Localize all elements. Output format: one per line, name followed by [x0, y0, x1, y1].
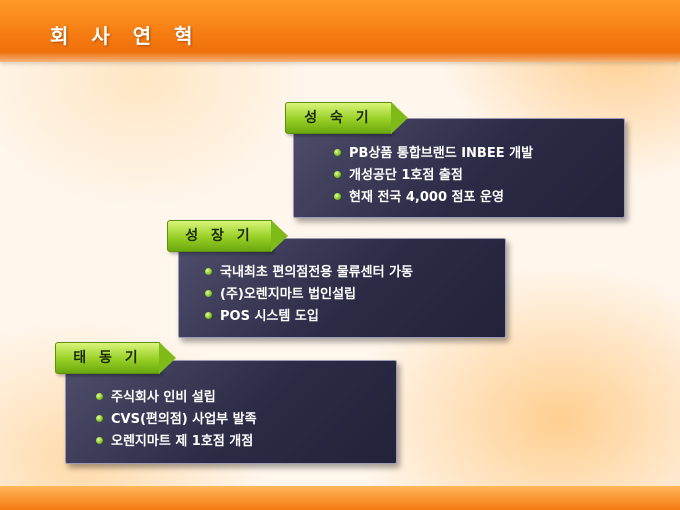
list-item: PB상품 통합브랜드 INBEE 개발	[334, 143, 533, 165]
bullet-icon	[96, 415, 103, 422]
list-item: 현재 전국 4,000 점포 운영	[334, 187, 533, 209]
page-title: 회 사 연 혁	[50, 24, 201, 48]
stage-panel-maturity: PB상품 통합브랜드 INBEE 개발 개성공단 1호점 출점 현재 전국 4,…	[293, 118, 625, 218]
list-item: POS 시스템 도입	[205, 306, 413, 328]
list-item: 오렌지마트 제 1호점 개점	[96, 431, 257, 453]
stage-panel-growth: 국내최초 편의점전용 물류센터 가동 (주)오렌지마트 법인설립 POS 시스템…	[178, 238, 506, 338]
footer-bar	[0, 486, 680, 510]
bullet-icon	[205, 290, 212, 297]
list-item: 국내최초 편의점전용 물류센터 가동	[205, 262, 413, 284]
stage-tag-growth: 성 장 기	[167, 220, 288, 252]
list-item: 개성공단 1호점 출점	[334, 165, 533, 187]
bullet-icon	[205, 268, 212, 275]
stage-tag-maturity: 성 숙 기	[285, 102, 408, 134]
list-item: 주식회사 인비 설립	[96, 387, 257, 409]
list-item: CVS(편의점) 사업부 발족	[96, 409, 257, 431]
title-bar: 회 사 연 혁	[0, 0, 680, 62]
bullet-icon	[334, 171, 341, 178]
bullet-icon	[334, 193, 341, 200]
bullet-icon	[205, 312, 212, 319]
bullet-icon	[334, 149, 341, 156]
bullet-icon	[96, 393, 103, 400]
list-item: (주)오렌지마트 법인설립	[205, 284, 413, 306]
bullet-icon	[96, 437, 103, 444]
stage-tag-beginning: 태 동 기	[55, 342, 176, 374]
stage-panel-beginning: 주식회사 인비 설립 CVS(편의점) 사업부 발족 오렌지마트 제 1호점 개…	[65, 360, 397, 464]
